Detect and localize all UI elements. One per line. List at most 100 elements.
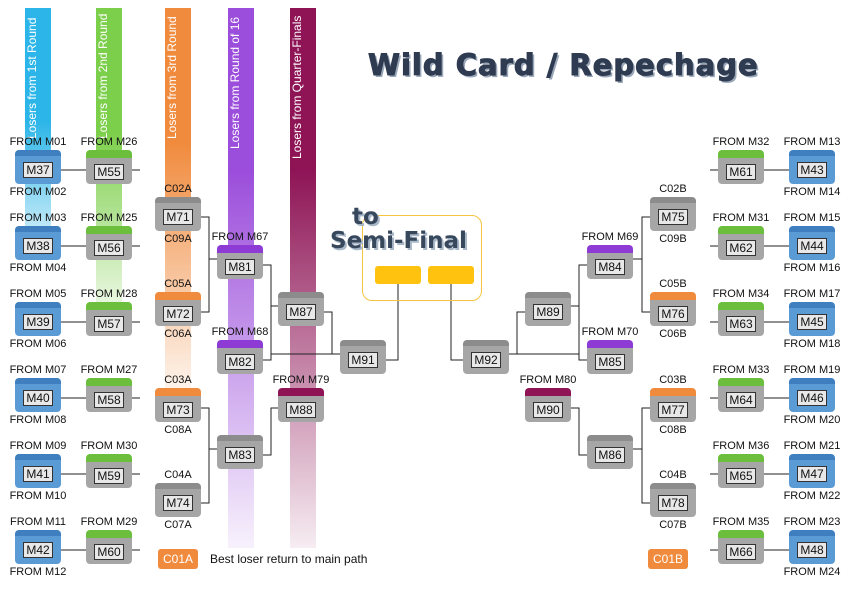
match-m86: M86: [587, 435, 633, 469]
source-label-top: C02B: [659, 183, 687, 195]
source-label-top: FROM M17: [783, 288, 841, 300]
source-label-bottom: FROM M10: [9, 490, 67, 502]
connector-line: [263, 264, 272, 361]
source-label-bottom: FROM M22: [783, 490, 841, 502]
match-label: M61: [726, 164, 756, 180]
legend-text: Best loser return to main path: [210, 552, 368, 566]
match-label: M57: [94, 316, 124, 332]
match-label: M41: [23, 466, 53, 482]
source-label-bottom: FROM M24: [783, 566, 841, 578]
match-label: M90: [533, 402, 563, 418]
match-m91: M91: [340, 340, 386, 374]
source-label-top: FROM M27: [80, 364, 138, 376]
source-label-top: FROM M03: [9, 212, 67, 224]
match-label: M78: [658, 495, 688, 511]
match-label: M81: [225, 259, 255, 275]
match-m45: M45: [789, 302, 835, 336]
match-m57: M57: [86, 302, 132, 336]
match-label: M47: [797, 466, 827, 482]
source-label-top: FROM M79: [272, 374, 330, 386]
source-label-bottom: FROM M06: [9, 338, 67, 350]
match-label: M66: [726, 544, 756, 560]
diagram-title: Wild Card / Repechage: [368, 48, 759, 83]
source-label-bottom: FROM M02: [9, 186, 67, 198]
band-1st-round: [25, 8, 51, 258]
source-label-top: C05B: [659, 278, 687, 290]
match-label: M48: [797, 542, 827, 558]
match-m92: M92: [463, 340, 509, 374]
connector-line: [578, 264, 587, 361]
match-m58: M58: [86, 378, 132, 412]
source-label-top: FROM M35: [712, 516, 770, 528]
match-m59: M59: [86, 454, 132, 488]
connector-line: [450, 284, 463, 361]
source-label-bottom: C09A: [164, 233, 192, 245]
source-label-bottom: C07A: [164, 519, 192, 531]
connector-line: [386, 284, 399, 361]
match-m65: M65: [718, 454, 764, 488]
match-m83: M83: [217, 435, 263, 469]
match-m90: M90: [525, 388, 571, 422]
source-label-top: FROM M69: [581, 231, 639, 243]
match-label: M71: [163, 209, 193, 225]
source-label-top: FROM M01: [9, 136, 67, 148]
source-label-bottom: FROM M12: [9, 566, 67, 578]
match-label: M64: [726, 392, 756, 408]
match-label: M55: [94, 164, 124, 180]
match-m81: M81: [217, 245, 263, 279]
match-label: M58: [94, 392, 124, 408]
source-label-bottom: FROM M04: [9, 262, 67, 274]
match-label: M46: [797, 390, 827, 406]
source-label-top: FROM M70: [581, 326, 639, 338]
match-label: M44: [797, 238, 827, 254]
connector-line: [509, 311, 525, 355]
source-label-top: FROM M11: [9, 516, 67, 528]
connector-line: [641, 216, 650, 313]
source-label-top: FROM M21: [783, 440, 841, 452]
match-label: M89: [533, 304, 563, 320]
source-label-top: FROM M33: [712, 364, 770, 376]
source-label-top: FROM M68: [211, 326, 269, 338]
semi-final-slot-right: [428, 266, 474, 284]
match-m88: M88: [278, 388, 324, 422]
match-m71: M71: [155, 197, 201, 231]
source-label-top: FROM M19: [783, 364, 841, 376]
match-m77: M77: [650, 388, 696, 422]
match-label: M60: [94, 544, 124, 560]
source-label-bottom: C09B: [659, 233, 687, 245]
match-m56: M56: [86, 226, 132, 260]
match-m76: M76: [650, 292, 696, 326]
match-label: M77: [658, 402, 688, 418]
match-m62: M62: [718, 226, 764, 260]
match-label: M85: [595, 354, 625, 370]
source-label-top: FROM M09: [9, 440, 67, 452]
match-label: M88: [286, 402, 316, 418]
match-m42: M42: [15, 530, 61, 564]
source-label-top: FROM M25: [80, 212, 138, 224]
match-label: M59: [94, 468, 124, 484]
semi-final-to: to: [352, 204, 379, 230]
match-m55: M55: [86, 150, 132, 184]
source-label-bottom: C08A: [164, 424, 192, 436]
match-m60: M60: [86, 530, 132, 564]
match-label: M87: [286, 304, 316, 320]
connector-line: [641, 407, 650, 504]
match-label: M73: [163, 402, 193, 418]
match-label: M82: [225, 354, 255, 370]
source-label-bottom: C07B: [659, 519, 687, 531]
source-label-top: FROM M23: [783, 516, 841, 528]
source-label-top: FROM M28: [80, 288, 138, 300]
match-m84: M84: [587, 245, 633, 279]
match-label: M76: [658, 306, 688, 322]
source-label-top: FROM M05: [9, 288, 67, 300]
match-label: M40: [23, 390, 53, 406]
match-label: M39: [23, 314, 53, 330]
source-label-top: FROM M26: [80, 136, 138, 148]
source-label-top: FROM M80: [519, 374, 577, 386]
source-label-top: C05A: [164, 278, 192, 290]
match-label: M42: [23, 542, 53, 558]
source-label-bottom: C06B: [659, 328, 687, 340]
match-m47: M47: [789, 454, 835, 488]
match-m46: M46: [789, 378, 835, 412]
